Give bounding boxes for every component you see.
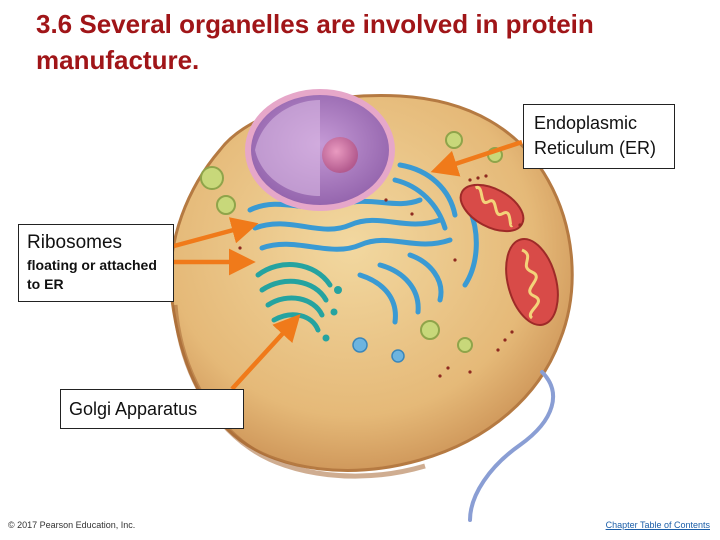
mitochondrion-lower [505,238,559,326]
nucleus [245,89,395,211]
ribosomes-label: Ribosomes floating or attached to ER [18,224,174,302]
arrow-to-golgi [230,314,301,391]
ribosomes-subtitle: floating or attached to ER [27,257,157,292]
vesicles [200,131,503,363]
mitochondrion-upper [459,183,525,233]
chapter-toc-link[interactable]: Chapter Table of Contents [605,520,710,530]
arrow-to-er [430,139,523,177]
mitochondria [459,183,559,326]
nucleolus [322,137,358,173]
flagellum [468,370,556,522]
arrow-to-ribosome-upper [173,217,259,249]
er-label: Endoplasmic Reticulum (ER) [523,104,675,169]
callout-arrows [173,139,523,391]
slide-title: 3.6 Several organelles are involved in p… [36,9,594,75]
copyright-notice: © 2017 Pearson Education, Inc. [8,520,136,530]
golgi-label: Golgi Apparatus [60,389,244,429]
ribosomes-title: Ribosomes [27,232,123,253]
